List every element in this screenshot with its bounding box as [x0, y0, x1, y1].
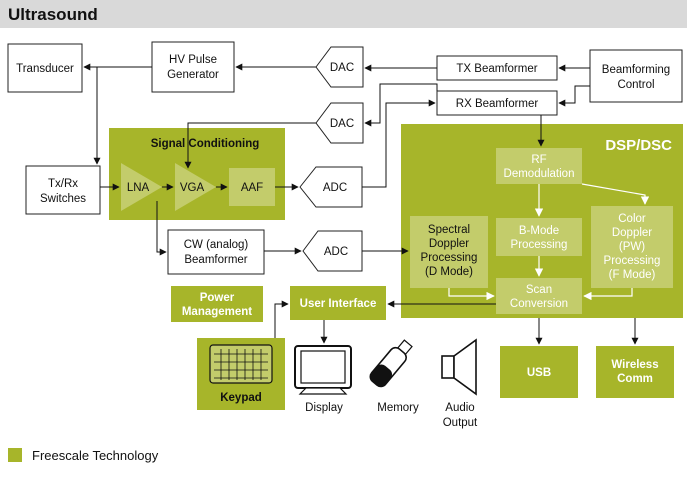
power-management-label-1: Power	[200, 292, 235, 304]
vga-amplifier-shape	[175, 163, 216, 211]
scan-conversion-label-1: Scan	[526, 284, 552, 296]
header-bar	[0, 0, 687, 28]
adc-main-label: ADC	[323, 182, 347, 194]
legend-label: Freescale Technology	[32, 448, 159, 463]
lna-label: LNA	[127, 182, 150, 194]
transducer-label: Transducer	[16, 63, 74, 75]
bmode-label-2: Processing	[511, 239, 568, 251]
rx-beamformer-block	[436, 90, 558, 116]
beamforming-control-label-1: Beamforming	[602, 64, 670, 76]
bmode-label-1: B-Mode	[519, 225, 559, 237]
color-doppler-label-4: Processing	[604, 255, 661, 267]
spectral-doppler-block	[410, 216, 488, 288]
color-doppler-label-1: Color	[618, 213, 646, 225]
txrx-switches-block	[25, 165, 101, 215]
usb-block	[500, 346, 578, 398]
rx-beamformer-label: RX Beamformer	[456, 98, 539, 110]
audio-output-label-1: Audio	[445, 402, 474, 414]
transducer-block	[7, 43, 83, 93]
memory-label: Memory	[377, 402, 419, 414]
dsp-dsc-title: DSP/DSC	[605, 137, 672, 154]
dsp-internal-connectors	[448, 183, 650, 301]
rf-demod-label-1: RF	[531, 154, 546, 166]
dac-tx-shape	[315, 46, 364, 88]
beamforming-control-block	[589, 49, 683, 103]
hv-pulse-generator-block	[151, 41, 235, 93]
connector-lines	[83, 63, 639, 345]
signal-conditioning-title: Signal Conditioning	[151, 138, 260, 150]
spectral-doppler-label-1: Spectral	[428, 224, 470, 236]
speaker-icon	[441, 338, 477, 396]
beamforming-control-label-2: Control	[617, 79, 654, 91]
scan-conversion-block	[496, 278, 582, 314]
aaf-label: AAF	[241, 182, 263, 194]
cw-beamformer-label-1: CW (analog)	[184, 239, 249, 251]
dac-rx-shape	[315, 102, 364, 144]
usb-label: USB	[527, 367, 551, 379]
spectral-doppler-label-3: Processing	[421, 252, 478, 264]
spectral-doppler-label-2: Doppler	[429, 238, 469, 250]
power-management-label-2: Management	[182, 306, 252, 318]
monitor-icon	[294, 345, 352, 395]
page-title: Ultrasound	[8, 5, 98, 24]
color-doppler-label-3: (PW)	[619, 241, 645, 253]
rf-demod-label-2: Demodulation	[504, 168, 575, 180]
user-interface-block	[290, 286, 386, 320]
rf-demodulation-block	[496, 148, 582, 184]
txrx-switches-label-2: Switches	[40, 193, 86, 205]
vga-label: VGA	[180, 182, 205, 194]
color-doppler-block	[591, 206, 673, 288]
keypad-label: Keypad	[220, 392, 262, 404]
wireless-comm-block	[596, 346, 674, 398]
cw-beamformer-label-2: Beamformer	[184, 254, 247, 266]
power-management-block	[171, 286, 263, 322]
scan-conversion-label-2: Conversion	[510, 298, 568, 310]
aaf-block	[229, 168, 275, 206]
wireless-comm-label-1: Wireless	[611, 359, 658, 371]
keypad-icon	[209, 344, 273, 384]
tx-beamformer-label: TX Beamformer	[456, 63, 537, 75]
color-doppler-label-2: Doppler	[612, 227, 652, 239]
audio-output-label-2: Output	[443, 417, 478, 429]
spectral-doppler-label-4: (D Mode)	[425, 266, 473, 278]
display-label: Display	[305, 402, 343, 414]
color-doppler-label-5: (F Mode)	[609, 269, 656, 281]
dac-rx-label: DAC	[330, 118, 354, 130]
lna-amplifier-shape	[121, 163, 162, 211]
tx-beamformer-block	[436, 55, 558, 81]
wireless-comm-label-2: Comm	[617, 373, 653, 385]
hv-pulse-label-2: Generator	[167, 69, 219, 81]
adc-cw-label: ADC	[324, 246, 348, 258]
hv-pulse-label-1: HV Pulse	[169, 54, 217, 66]
txrx-switches-label-1: Tx/Rx	[48, 178, 78, 190]
cw-beamformer-block	[167, 229, 265, 275]
usb-stick-icon	[369, 339, 413, 388]
dac-tx-label: DAC	[330, 62, 354, 74]
user-interface-label: User Interface	[300, 298, 377, 310]
bmode-processing-block	[496, 218, 582, 256]
legend-swatch	[8, 448, 22, 462]
